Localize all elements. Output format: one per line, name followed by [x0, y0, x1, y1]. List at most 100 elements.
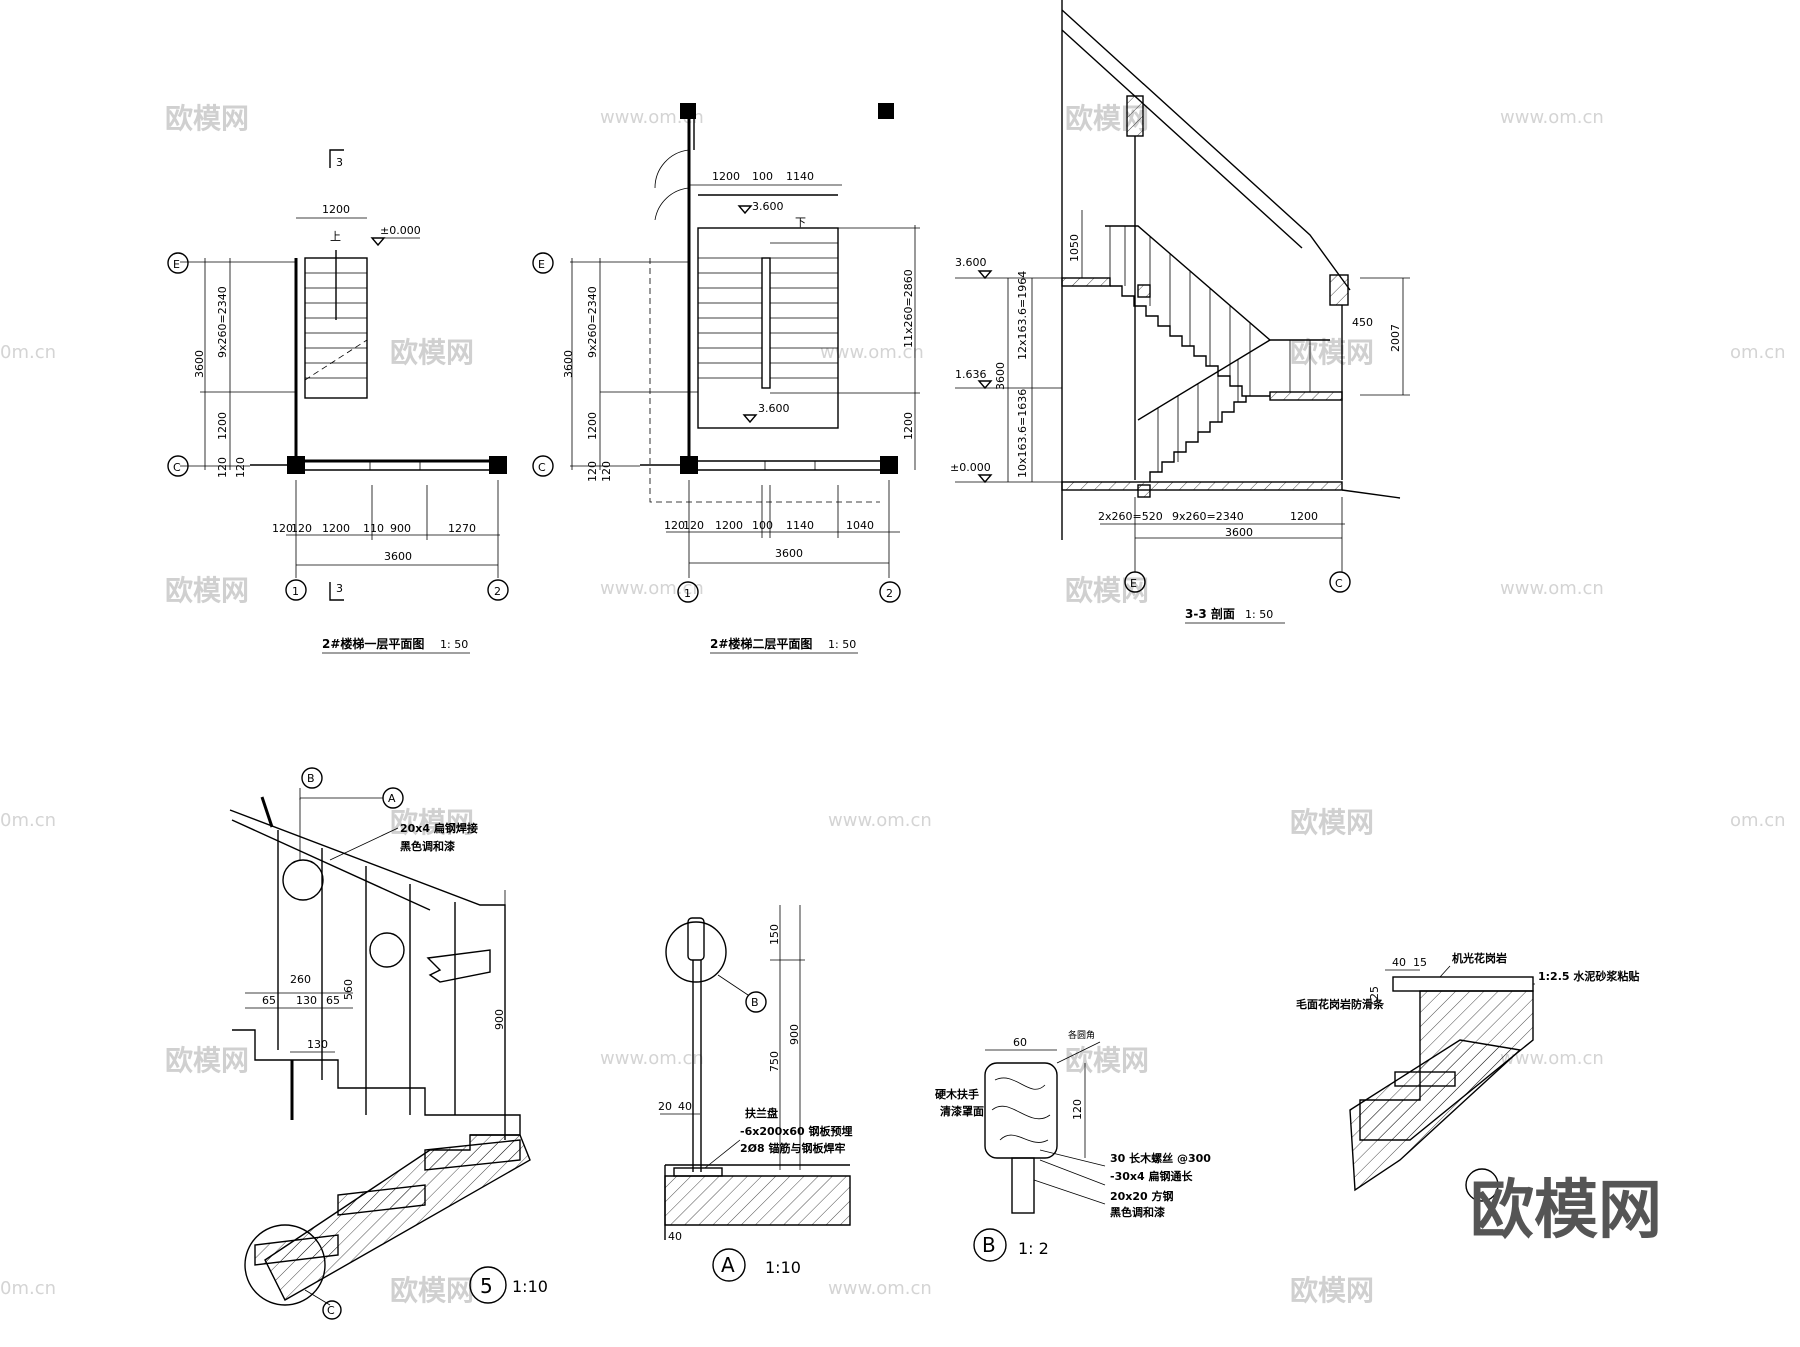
- dim-bottom-seg: 120: [664, 519, 685, 532]
- dim-total: 3600: [994, 362, 1007, 390]
- watermark-url: www.om.cn: [820, 342, 924, 363]
- axis-bubble-2: [879, 581, 901, 603]
- watermark-url: om.cn: [1730, 810, 1786, 831]
- watermark-url: 0m.cn: [0, 810, 56, 831]
- handrail-bottom: [231, 819, 431, 911]
- section-mark-symbol: [329, 582, 344, 601]
- section-mark-label: 3: [336, 582, 343, 595]
- square-steel: [1011, 1157, 1035, 1214]
- slab-section: [664, 1175, 851, 1226]
- plan2-scale: 1: 50: [828, 638, 856, 651]
- watermark-url: 0m.cn: [0, 342, 56, 363]
- hidden-outline: [649, 258, 880, 503]
- note-paint: 黑色调和漆: [400, 839, 455, 853]
- dim-260: 260: [290, 973, 311, 986]
- floor-slab: [1061, 277, 1111, 287]
- watermark-cn: 欧模网: [1065, 574, 1149, 607]
- leader-line: [704, 1139, 741, 1169]
- dim-top: 1200: [322, 203, 350, 216]
- watermark-url: www.om.cn: [600, 1048, 704, 1069]
- dim-left-120a: 120: [586, 461, 599, 482]
- column: [489, 456, 507, 474]
- landing-slab: [1269, 391, 1343, 401]
- elevation-marker: [737, 205, 753, 215]
- dim-top: 100: [752, 170, 773, 183]
- watermark-cn: 欧模网: [1065, 1044, 1149, 1077]
- axis-label-2: 2: [886, 587, 893, 600]
- ref-bubble-c: [322, 1300, 342, 1320]
- axis-label-e: E: [538, 258, 545, 271]
- axis-bubble-2: [487, 579, 509, 601]
- elev-top-label: 3.600: [752, 200, 784, 213]
- dim-right-b: 2007: [1389, 324, 1402, 352]
- dim-20: 20: [658, 1100, 672, 1113]
- dim-60: 60: [1013, 1036, 1027, 1049]
- ref-b-label: B: [751, 996, 759, 1009]
- ref-c-label: C: [327, 1304, 335, 1317]
- dim-65a: 65: [262, 994, 276, 1007]
- axis-bubble-1: [677, 581, 699, 603]
- axis-bubble-e: [1124, 571, 1146, 593]
- detail-5-railing: C B A 20x4 扁钢焊接 黑色调和漆 900 260 65 130 65 …: [229, 767, 548, 1320]
- axis-bubble-1: [285, 579, 307, 601]
- dim-40b: 40: [668, 1230, 682, 1243]
- dim-right-landing: 1200: [902, 412, 915, 440]
- dim-bottom-seg: 120: [291, 522, 312, 535]
- lower-handrail: [1137, 339, 1271, 421]
- dim-left-total: 3600: [562, 350, 575, 378]
- window: [369, 460, 421, 471]
- roof-slope-inner: [1061, 29, 1303, 249]
- watermark-url: www.om.cn: [828, 1278, 932, 1299]
- axis-label-e: E: [173, 258, 180, 271]
- dim-bottom-seg: 1200: [322, 522, 350, 535]
- elevation-marker: [370, 237, 386, 247]
- detailA-scale: 1:10: [765, 1258, 801, 1277]
- note-mortar: 1:2.5 水泥砂浆粘贴: [1538, 969, 1639, 983]
- note-plate: -6x200x60 钢板预埋: [740, 1124, 853, 1138]
- watermark-cn: 欧模网: [165, 102, 249, 135]
- handrail-end: [426, 949, 491, 983]
- note-flat-steel: 20x4 扁钢焊接: [400, 821, 478, 835]
- axis-bubble-e: [532, 252, 554, 274]
- watermark-cn: 欧模网: [390, 806, 474, 839]
- watermark-cn: 欧模网: [390, 1274, 474, 1307]
- leader-line: [1039, 1159, 1106, 1186]
- dim-top: 1200: [712, 170, 740, 183]
- section-3-3: 3.600 1.636 ±0.000 1050 12x163.6=1964 36…: [950, 0, 1410, 624]
- detail-mark-circle: [1465, 1168, 1499, 1202]
- ground-slab: [1061, 481, 1343, 491]
- elev-base-label: ±0.000: [950, 461, 991, 474]
- watermark-url: www.om.cn: [600, 107, 704, 128]
- plan1-scale: 1: 50: [440, 638, 468, 651]
- dim-left-total: 3600: [193, 350, 206, 378]
- dim-bottom-total: 3600: [1225, 526, 1253, 539]
- detail-b-handrail: 60 120 各圆角 硬木扶手 清漆罩面 30 长木螺丝 @300 -30x4 …: [935, 1029, 1211, 1262]
- axis-label-c: C: [1335, 577, 1343, 590]
- dim-bottom-b: 9x260=2340: [1172, 510, 1244, 523]
- elevation-marker: [742, 414, 758, 424]
- note-flange: 扶兰盘: [745, 1106, 778, 1120]
- stair-nosing-steps: [232, 1029, 521, 1136]
- wood-handrail: [984, 1062, 1058, 1159]
- detail5-scale: 1:10: [512, 1277, 548, 1296]
- handrail-profile: [229, 809, 506, 1140]
- watermark-url: om.cn: [1730, 342, 1786, 363]
- plan1-title: 2#楼梯一层平面图: [322, 636, 424, 651]
- watermark-cn: 欧模网: [165, 1044, 249, 1077]
- door-swing: [654, 187, 690, 221]
- dim-130b: 130: [307, 1038, 328, 1051]
- detail-a-post-base: B 150 750 900 20 40 40 扶兰盘 -6x200x60 钢板预…: [658, 905, 853, 1282]
- dim-25: 25: [1368, 986, 1381, 1000]
- dim-right-a: 450: [1352, 316, 1373, 329]
- window: [764, 460, 816, 471]
- dim-left-120b: 120: [234, 457, 247, 478]
- ground-line: [1341, 489, 1401, 499]
- roof-slope: [1061, 9, 1351, 291]
- break-line: [304, 339, 368, 381]
- plan-second-floor: 3.600 下 3.600 1200 100 1140 3600 9x260=2…: [532, 103, 920, 654]
- section-title: 3-3 剖面: [1185, 606, 1235, 621]
- column: [680, 103, 696, 119]
- axis-label-2: 2: [494, 585, 501, 598]
- dim-left-120a: 120: [216, 457, 229, 478]
- dim-bottom-seg: 900: [390, 522, 411, 535]
